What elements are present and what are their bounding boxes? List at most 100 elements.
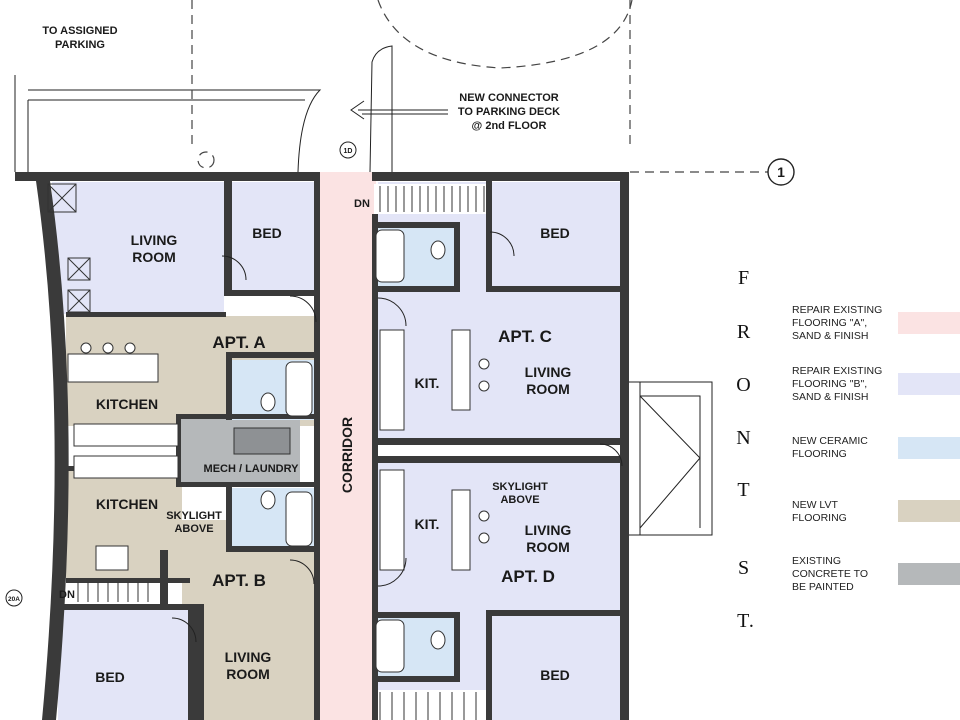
apt-d-skylight-1: SKYLIGHT [492,481,548,493]
parking-deck-outline [14,75,322,173]
legend-1-swatch [898,312,960,334]
elevator-boxes [47,183,91,313]
dashed-column-circle [197,151,215,169]
tub-apt-b [285,491,313,547]
apt-c-living-2: ROOM [526,381,570,397]
walls [15,172,629,720]
wall-right-ext [620,172,629,720]
legend-5-line-2: CONCRETE TO [792,568,868,580]
street-letter-1: F [738,267,750,289]
apt-b-skylight-2: ABOVE [174,523,213,535]
legend-4-line-2: FLOORING [792,512,847,524]
room-labels: LIVING ROOM BED APT. A KITCHEN KITCHEN S… [95,225,571,685]
counter-apt-b-2 [95,545,129,571]
connector-label-1: NEW CONNECTOR [459,92,558,104]
stool-d-1 [478,510,490,522]
wall-a-bed-left [224,181,232,291]
to-parking-label-2: PARKING [55,39,105,51]
wall-b-bath-bottom [226,546,316,552]
apt-b-lvt-floor-2 [182,520,318,720]
stool-1 [80,342,92,354]
wall-corridor-left [314,181,320,720]
mech-label: MECH / LAUNDRY [204,463,300,475]
wall-cd-divider-2 [378,456,622,463]
apt-c-floor [378,182,622,444]
fixtures [47,183,623,720]
wall-c-bath-top [372,222,458,228]
legend-2-line-3: SAND & FINISH [792,391,868,403]
annotations: TO ASSIGNED PARKING NEW CONNECTOR TO PAR… [5,25,795,607]
wall-c-bed-bottom [486,286,622,292]
tub-apt-d [375,619,405,673]
apt-a-bed-label: BED [252,225,282,241]
wall-d-bed-left [486,612,492,720]
dn-left-label: DN [59,589,75,601]
counter-apt-b [73,455,179,479]
apt-c-kit-label: KIT. [415,375,440,391]
apt-c-living-1: LIVING [525,364,572,380]
wall-corridor-right [372,214,378,720]
wall-b-bed-right [188,604,204,720]
street-name: F R O N T S T. [736,267,754,632]
apt-a-living-label-2: ROOM [132,249,176,265]
stool-3 [124,342,136,354]
wall-c-bath-right [454,222,460,292]
apt-d-kit-label: KIT. [415,516,440,532]
wall-a-bed-bottom [224,290,316,296]
wall-a-living-bottom [66,312,226,317]
tag-1d-circle [339,141,357,159]
stair-bottom-floor [374,690,486,720]
wall-top-right [372,172,628,181]
apt-b-bed-label: BED [95,669,125,685]
counter-apt-c [379,329,405,431]
street-letter-3: O [736,374,751,396]
apt-a-living-floor [52,182,224,314]
legend-5-line-1: EXISTING [792,555,841,567]
apt-b-skylight-1: SKYLIGHT [166,510,222,522]
apt-a-title: APT. A [212,333,265,352]
toilet-apt-c [430,240,446,260]
legend-5-swatch [898,563,960,585]
tub-apt-a [285,361,313,417]
apt-d-living-2: ROOM [526,539,570,555]
wall-d-bed-top [486,610,622,616]
wall-d-bath-bottom [372,676,458,682]
island-apt-a [67,353,159,383]
counter-apt-d [379,469,405,571]
counter-apt-a [73,423,179,447]
wall-mech-left [176,414,181,487]
toilet-apt-d [430,630,446,650]
apt-d-skylight-2: ABOVE [500,494,539,506]
stair-top [379,186,485,212]
apt-a-kitchen-label: KITCHEN [96,396,158,412]
connector-outline [369,45,393,173]
legend-3-line-2: FLOORING [792,448,847,460]
wall-c-bath-bottom [372,286,458,292]
wall-d-bath-right [454,612,460,682]
stair-bottom [379,692,477,720]
apt-d-living-1: LIVING [525,522,572,538]
street-letter-2: R [737,321,751,343]
stool-2 [102,342,114,354]
wall-b-bed-top [60,604,192,610]
door-swings [171,231,623,643]
tag-20a-label: 20A [8,596,20,603]
apt-a-living-label-1: LIVING [131,232,178,248]
wall-mech-bottom [176,482,316,487]
wall-a-bath [226,352,316,358]
flooring-legend: REPAIR EXISTING FLOORING "A", SAND & FIN… [792,304,960,593]
dn-top-label: DN [354,198,370,210]
legend-2-line-2: FLOORING "B", [792,378,867,390]
tub-apt-c [375,229,405,283]
apt-b-living-label-2: ROOM [226,666,270,682]
apt-b-living-label-1: LIVING [225,649,272,665]
legend-2-line-1: REPAIR EXISTING [792,365,882,377]
wall-b-stair [66,578,190,583]
apt-b-kitchen-label: KITCHEN [96,496,158,512]
stair-top-floor [374,184,486,214]
wall-b-bath-left [226,487,232,552]
apt-d-bed-label: BED [540,667,570,683]
wall-cd-divider [378,438,622,445]
connector-label-2: TO PARKING DECK [458,106,560,118]
